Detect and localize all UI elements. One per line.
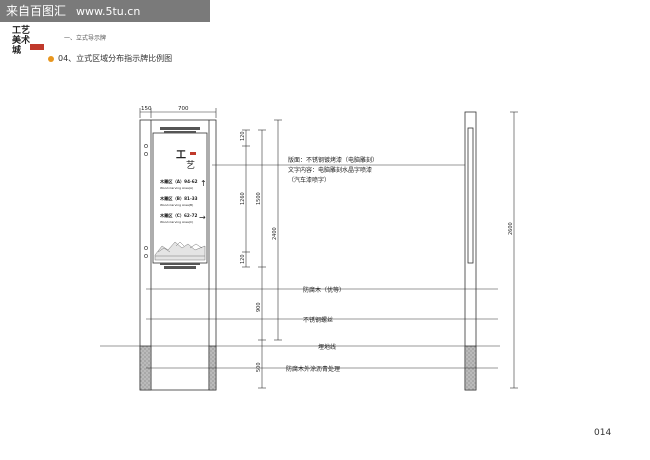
annotation-asphalt: 防腐木外涂沥青处理 bbox=[286, 365, 340, 373]
dim-2600: 2600 bbox=[508, 222, 514, 235]
dim-500: 500 bbox=[256, 362, 262, 372]
dim-120-bottom: 120 bbox=[240, 254, 246, 264]
sign-frame bbox=[139, 119, 217, 391]
row-3-title: 木雕区（C）62-72 bbox=[159, 212, 197, 219]
dim-top-width: 700 bbox=[178, 106, 189, 112]
logo-seal bbox=[30, 44, 44, 50]
dim-1500: 1500 bbox=[256, 192, 262, 205]
side-dimension bbox=[510, 111, 518, 389]
panel-landscape-illustration bbox=[154, 241, 206, 261]
watermark-text: 来自百图汇 bbox=[6, 4, 67, 18]
top-dimension bbox=[139, 108, 217, 118]
row-1-title: 木雕区（A）94-62 bbox=[159, 178, 198, 185]
annotation-ground: 埋地线 bbox=[318, 343, 336, 351]
row-2-title: 木雕区（B）81-33 bbox=[159, 195, 198, 202]
annotation-panel-line-3: （汽车漆喷字） bbox=[288, 176, 330, 184]
panel-top-ornament bbox=[160, 127, 200, 133]
annotation-screw: 不锈钢螺丝 bbox=[303, 316, 333, 324]
bullet-dot-icon bbox=[48, 55, 54, 62]
section-title-text: 04、立式区域分布指示牌比例图 bbox=[58, 54, 173, 63]
vertical-dimension-chain bbox=[242, 119, 282, 389]
row-1-arrow-icon: ↑ bbox=[200, 179, 207, 188]
brand-logo: 工艺美术城 bbox=[12, 26, 44, 66]
annotation-wood: 防腐木（优等） bbox=[303, 286, 345, 294]
dim-top-left: 150 bbox=[141, 106, 152, 112]
annotation-panel-line-1: 版面：不锈钢镀烤漆（电脑雕刻） bbox=[288, 156, 378, 164]
panel-logo-icon: 工 艺 bbox=[176, 150, 196, 171]
leader-lines bbox=[100, 164, 500, 369]
logo-text: 工艺美术城 bbox=[12, 26, 31, 56]
section-title: 04、立式区域分布指示牌比例图 bbox=[48, 53, 172, 64]
annotation-panel-line-2: 文字内容：电脑雕刻水晶字喷漆 bbox=[288, 166, 372, 174]
watermark-site: www.5tu.cn bbox=[76, 5, 141, 18]
dim-1260: 1260 bbox=[240, 192, 246, 205]
bolt-marks bbox=[144, 144, 148, 258]
row-3-arrow-icon: → bbox=[199, 213, 206, 222]
dim-2400: 2400 bbox=[272, 227, 278, 240]
dim-120-top: 120 bbox=[240, 131, 246, 141]
row-2-sub: Wood-Carving Area(B) bbox=[160, 203, 193, 207]
page-number: 014 bbox=[594, 428, 612, 438]
row-1-sub: Wood-Carving Area(A) bbox=[160, 186, 193, 190]
svg-text:工: 工 bbox=[176, 150, 186, 161]
header-subtitle: 一、立式导示牌 bbox=[64, 35, 107, 42]
panel-bottom-ornament bbox=[160, 263, 200, 269]
row-3-sub: Wood-Carving Area(C) bbox=[160, 220, 193, 224]
svg-text:艺: 艺 bbox=[186, 160, 195, 171]
watermark-banner: 来自百图汇 www.5tu.cn bbox=[0, 0, 210, 22]
dim-900: 900 bbox=[256, 302, 262, 312]
